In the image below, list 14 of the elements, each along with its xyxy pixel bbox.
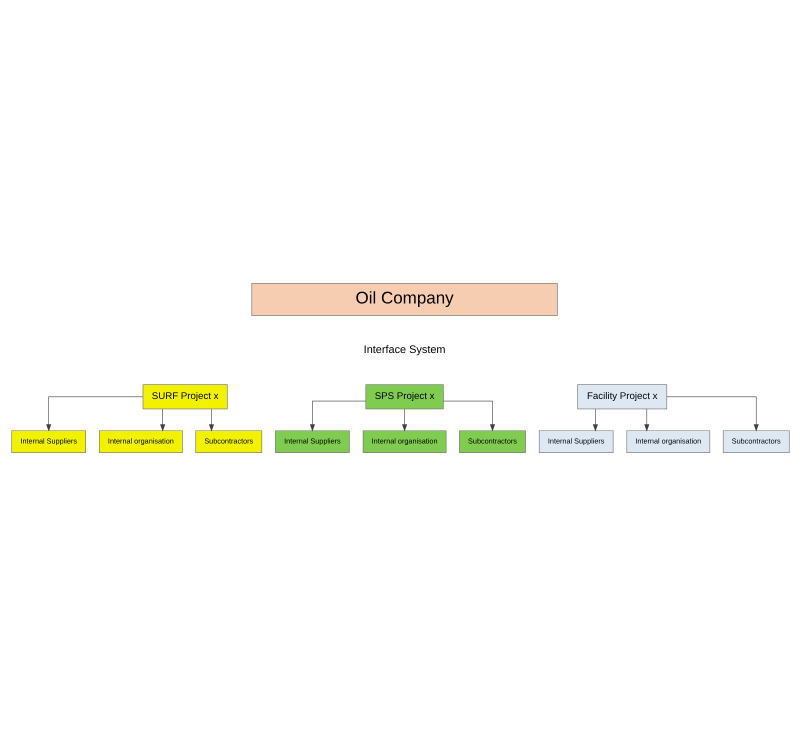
arrow xyxy=(160,408,166,432)
label: Interface System xyxy=(364,343,446,356)
node-box: Facility Project x xyxy=(577,384,668,409)
node-box: SPS Project x xyxy=(365,384,444,409)
arrow xyxy=(443,400,496,431)
arrow xyxy=(310,400,366,431)
arrow xyxy=(46,396,144,431)
arrow xyxy=(208,408,214,432)
arrow xyxy=(666,396,759,431)
node-box: SURF Project x xyxy=(142,384,228,409)
arrow xyxy=(592,408,598,432)
arrow xyxy=(402,408,408,432)
arrow xyxy=(644,408,650,432)
node-box: Oil Company xyxy=(252,282,558,316)
